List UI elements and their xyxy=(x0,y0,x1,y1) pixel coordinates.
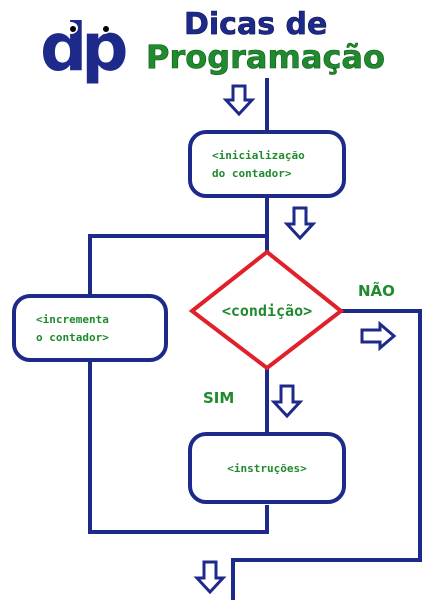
increment-box-label-line1: <incrementa xyxy=(36,313,109,326)
logo: dp Dicas de Programação xyxy=(40,7,385,86)
increment-box: <incrementa o contador> xyxy=(12,294,168,362)
arrow-down-icon xyxy=(193,560,227,595)
condition-diamond: <condição> xyxy=(188,249,345,371)
instructions-box: <instruções> xyxy=(188,432,346,504)
logo-monogram: dp xyxy=(40,9,126,86)
init-box-label-line1: <inicialização xyxy=(212,149,305,162)
branch-label-no: NÃO xyxy=(358,281,395,300)
init-box: <inicialização do contador> xyxy=(188,130,346,198)
increment-box-label-line2: o contador> xyxy=(36,331,109,344)
branch-label-yes: SIM xyxy=(203,389,234,407)
logo-title-line1: Dicas de xyxy=(184,7,327,42)
instructions-box-label: <instruções> xyxy=(227,462,307,475)
connectors xyxy=(88,78,422,600)
init-box-label-line2: do contador> xyxy=(212,167,292,180)
arrow-down-icon xyxy=(270,384,304,419)
condition-label: <condição> xyxy=(222,302,312,320)
arrow-down-icon xyxy=(283,206,317,241)
logo-title-line2: Programação xyxy=(146,38,385,76)
logo-eyes-icon xyxy=(64,22,111,34)
arrow-right-icon xyxy=(360,320,397,352)
arrow-icons xyxy=(193,84,397,595)
arrow-down-icon xyxy=(222,84,256,117)
